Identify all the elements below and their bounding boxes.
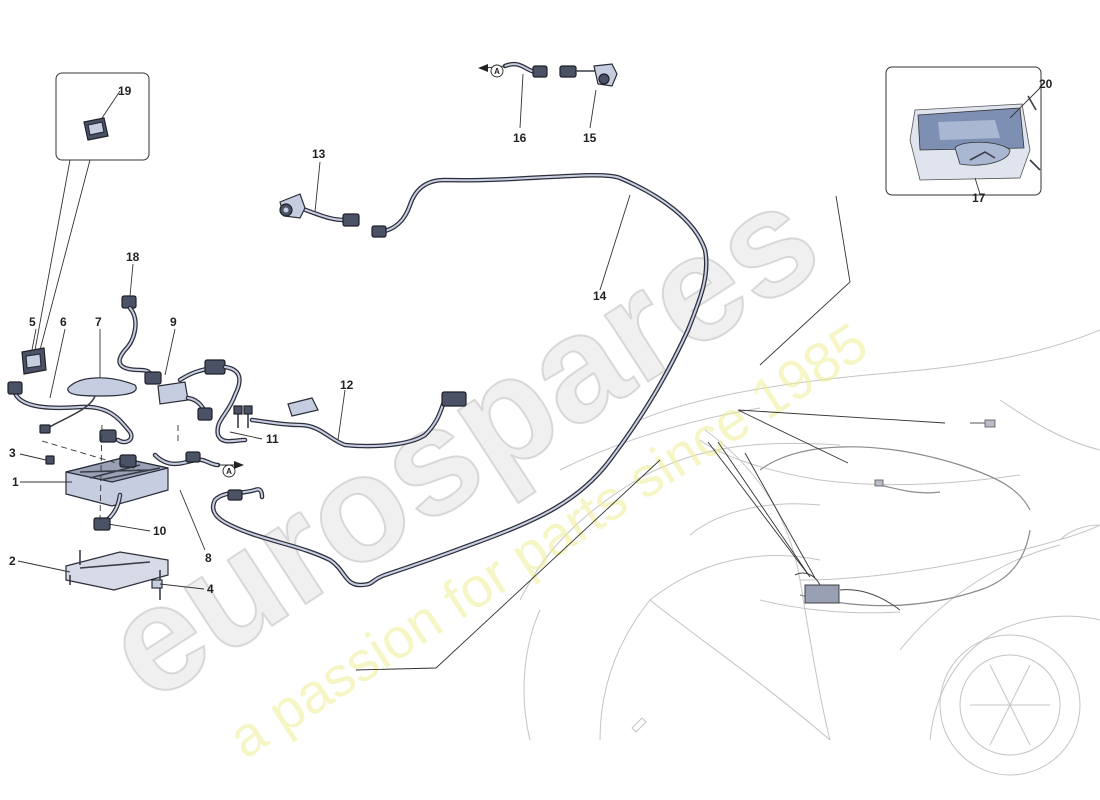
callout-5: 5 xyxy=(29,315,36,329)
arrow-marker-letter-2: A xyxy=(226,467,232,476)
callout-3: 3 xyxy=(9,446,16,460)
callout-9: 9 xyxy=(170,315,177,329)
callout-2: 2 xyxy=(9,554,16,568)
camera-13 xyxy=(279,193,360,227)
leader-lines xyxy=(17,73,1041,671)
callout-11: 11 xyxy=(266,432,279,446)
camera-15-cable-16: A xyxy=(478,61,618,87)
callout-20: 20 xyxy=(1039,77,1053,91)
callout-7: 7 xyxy=(95,315,102,329)
kit-box xyxy=(885,66,1042,196)
harness-14 xyxy=(210,172,709,588)
arrow-marker-letter: A xyxy=(494,67,500,76)
callout-6: 6 xyxy=(60,315,67,329)
callout-18: 18 xyxy=(126,250,140,264)
callout-13: 13 xyxy=(312,147,326,161)
car-outline xyxy=(519,329,1100,776)
callout-1: 1 xyxy=(12,475,19,489)
callout-labels: 1 2 3 4 5 6 7 8 9 10 11 12 13 14 15 16 1… xyxy=(9,77,1053,596)
callout-14: 14 xyxy=(593,289,607,303)
callout-4: 4 xyxy=(207,582,214,596)
callout-12: 12 xyxy=(340,378,354,392)
callout-15: 15 xyxy=(583,131,597,145)
callout-19: 19 xyxy=(118,84,132,98)
callout-10: 10 xyxy=(153,524,167,538)
callout-8: 8 xyxy=(205,551,212,565)
left-assembly: A xyxy=(7,295,467,600)
callout-17: 17 xyxy=(972,191,986,205)
callout-16: 16 xyxy=(513,131,527,145)
